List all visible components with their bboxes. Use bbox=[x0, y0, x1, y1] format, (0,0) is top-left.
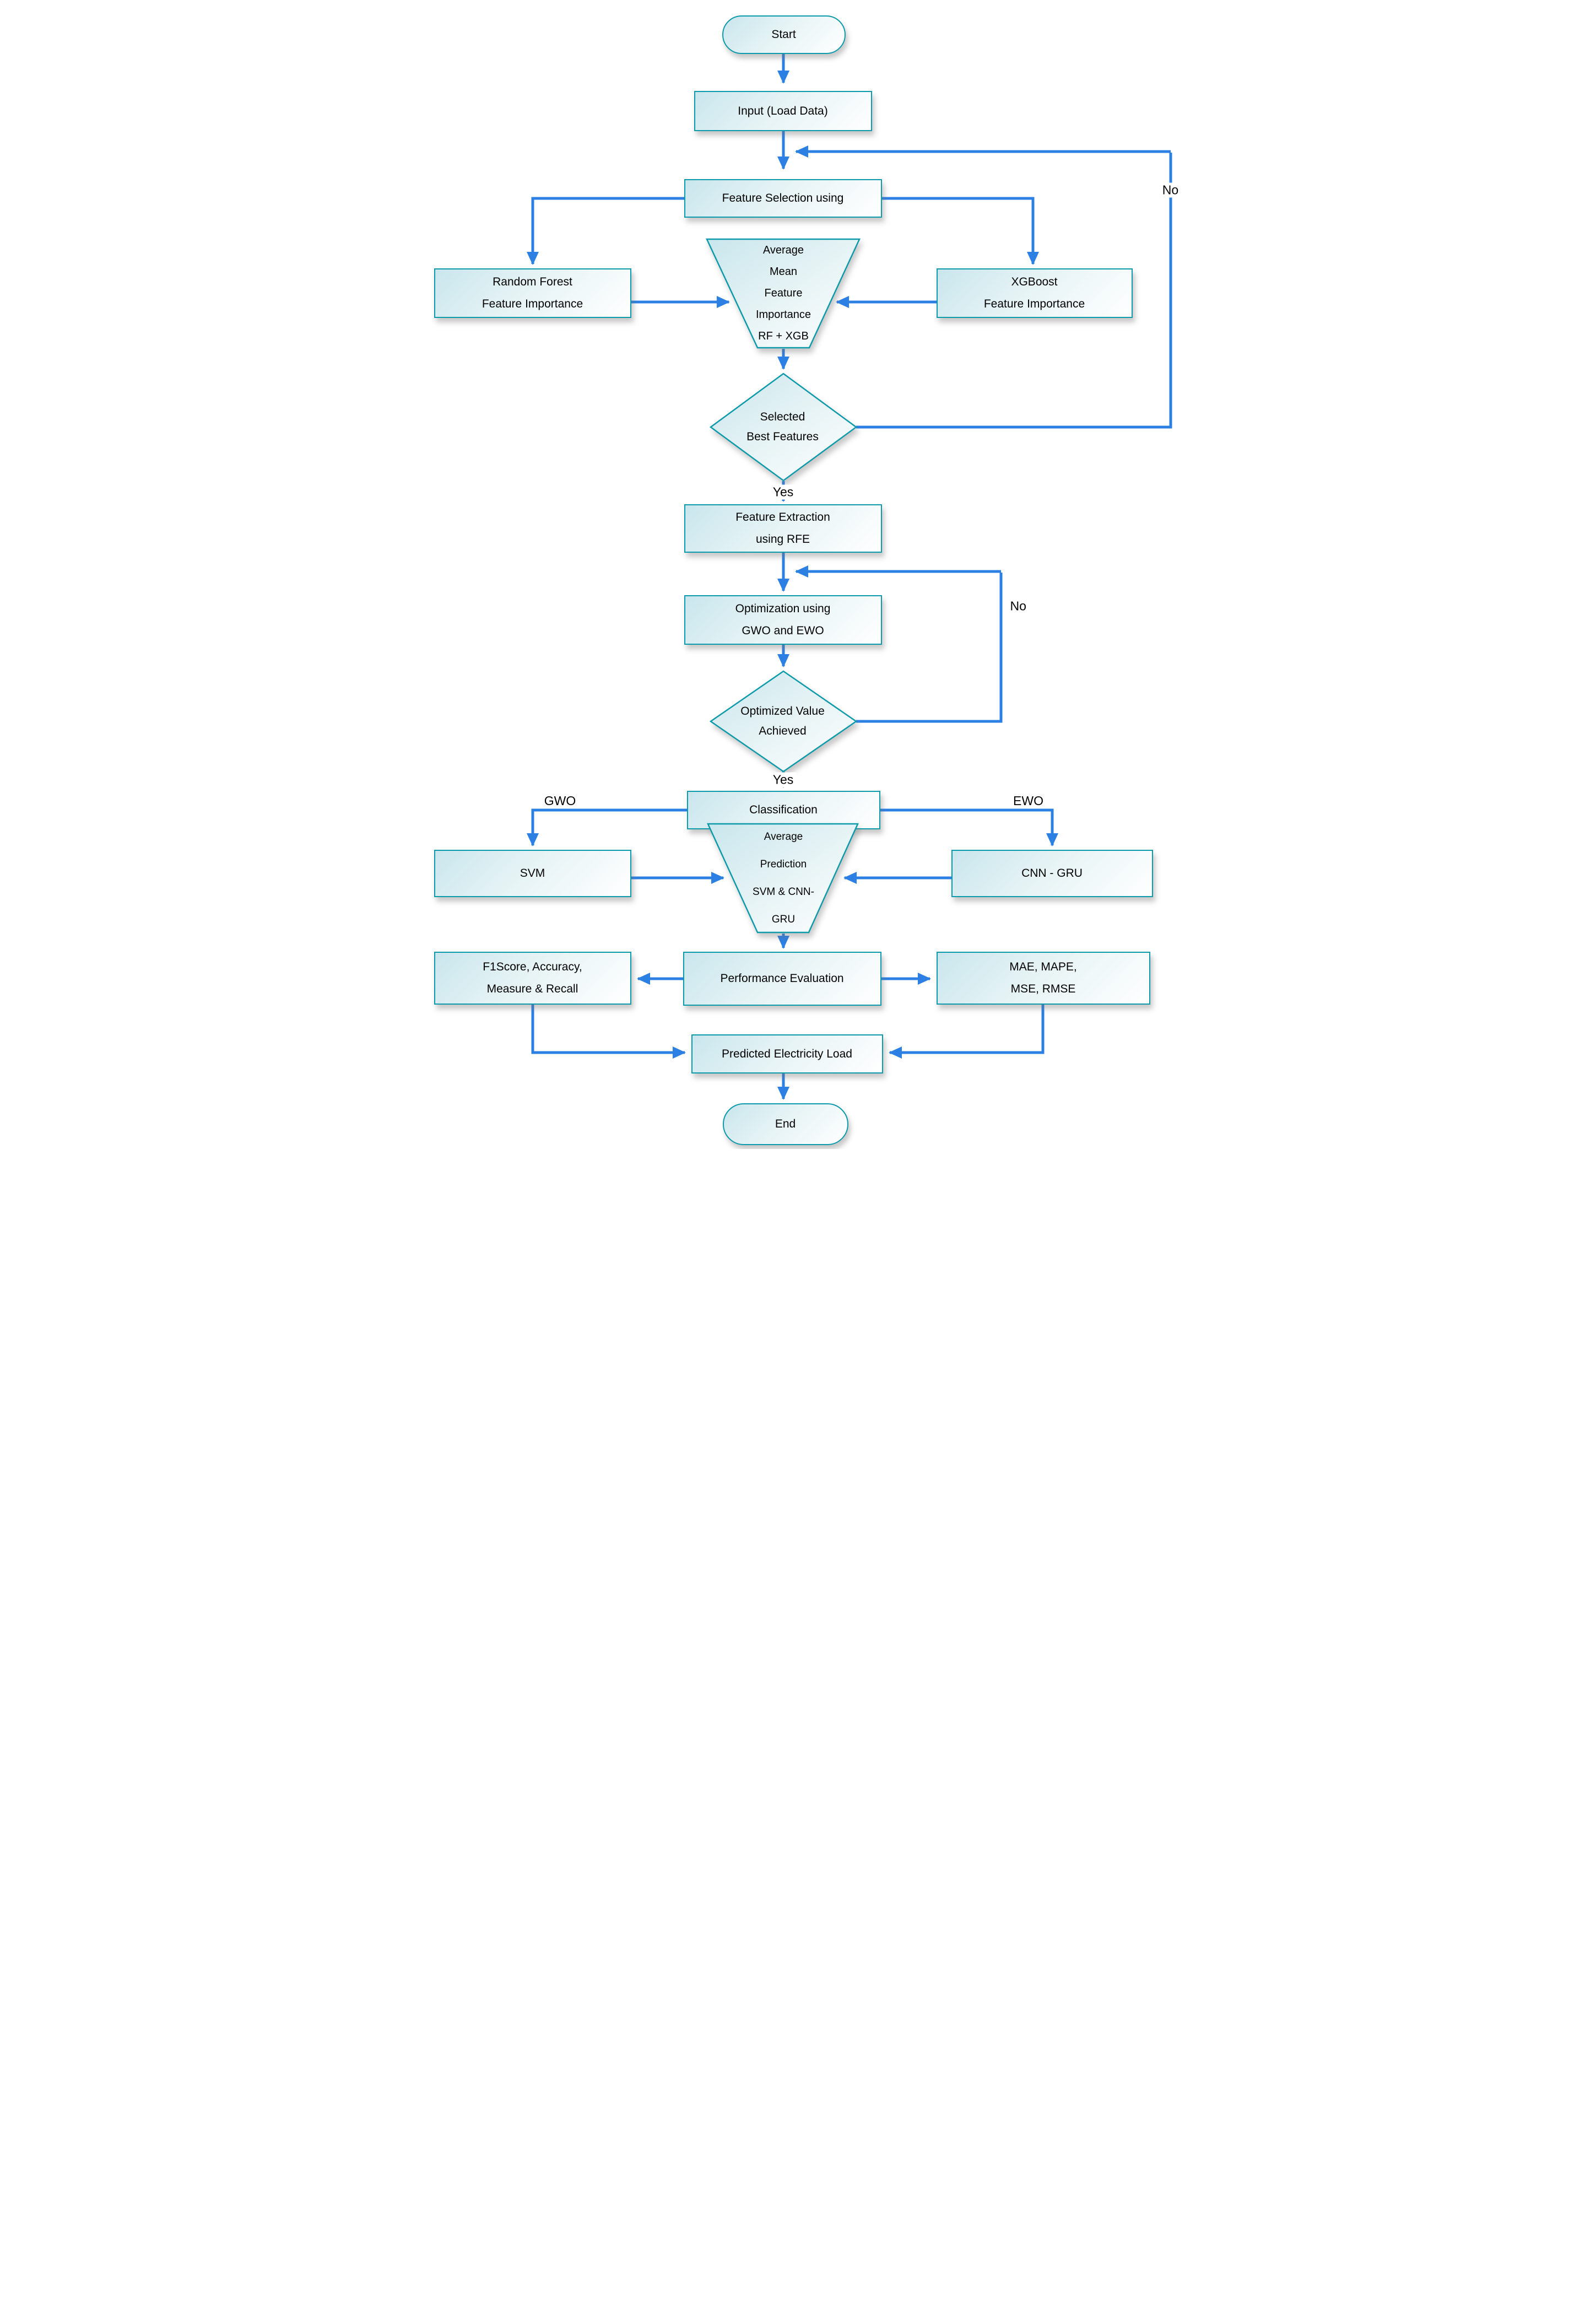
node-cnn-gru: CNN - GRU bbox=[951, 850, 1153, 897]
node-label: End bbox=[775, 1118, 796, 1130]
node-start: Start bbox=[722, 15, 846, 54]
node-label: Achieved bbox=[759, 725, 807, 737]
node-svm: SVM bbox=[434, 850, 631, 897]
node-label: Feature Importance bbox=[481, 298, 583, 310]
edge-errors-to-predicted bbox=[888, 1005, 1044, 1059]
node-label: RF + XGB bbox=[758, 330, 809, 342]
edge-f1-to-predicted bbox=[531, 1005, 686, 1059]
node-classification: Classification bbox=[686, 791, 880, 829]
label-no-optimized: No bbox=[1010, 598, 1026, 613]
edge-no-loop-from-diamond bbox=[856, 153, 1172, 429]
node-label: Mean bbox=[769, 266, 798, 278]
node-label-group: Average Prediction SVM & CNN- GRU bbox=[705, 821, 862, 935]
node-xgboost-importance: XGBoost Feature Importance bbox=[936, 268, 1133, 318]
edge-feature-selection-to-random-forest bbox=[526, 197, 684, 265]
label-ewo-branch: EWO bbox=[1013, 794, 1043, 808]
node-label: Optimized Value bbox=[740, 705, 825, 718]
node-label: Start bbox=[771, 28, 796, 41]
node-label: Predicted Electricity Load bbox=[722, 1047, 852, 1060]
node-label: Average bbox=[762, 244, 804, 256]
node-feature-selection: Feature Selection using bbox=[684, 179, 882, 218]
node-label: Feature Extraction bbox=[735, 511, 830, 524]
node-performance-evaluation: Performance Evaluation bbox=[683, 952, 881, 1006]
node-label: Random Forest bbox=[493, 276, 572, 289]
node-end: End bbox=[722, 1103, 848, 1145]
node-label-group: Optimized Value Achieved bbox=[708, 670, 858, 773]
node-label: MAE, MAPE, bbox=[1009, 961, 1077, 974]
trapezoid-shape bbox=[705, 238, 861, 349]
edge-classification-to-svm bbox=[526, 808, 687, 846]
node-label: XGBoost bbox=[1011, 276, 1058, 289]
node-label: Average bbox=[764, 830, 803, 843]
node-f1-accuracy-recall: F1Score, Accuracy, Measure & Recall bbox=[434, 952, 631, 1005]
node-label: MSE, RMSE bbox=[1010, 983, 1076, 995]
node-mae-mape-mse-rmse: MAE, MAPE, MSE, RMSE bbox=[936, 952, 1150, 1005]
label-gwo-branch: GWO bbox=[544, 794, 576, 808]
node-label-group: Selected Best Features bbox=[708, 372, 858, 482]
node-label: Optimization using bbox=[735, 602, 831, 616]
node-input-load-data: Input (Load Data) bbox=[694, 91, 872, 131]
node-label: using RFE bbox=[755, 533, 810, 546]
node-label: Performance Evaluation bbox=[720, 972, 844, 985]
trapezoid-shape bbox=[706, 823, 859, 934]
edge-no2-loop-from-diamond bbox=[856, 573, 1002, 723]
node-label: Feature bbox=[764, 287, 803, 299]
node-optimization-gwo-ewo: Optimization using GWO and EWO bbox=[684, 595, 882, 645]
node-label: Feature Selection using bbox=[722, 192, 844, 204]
node-selected-best-features: Selected Best Features bbox=[708, 372, 858, 482]
node-label: Prediction bbox=[760, 858, 807, 870]
flow-arrows-layer bbox=[526, 54, 1172, 1100]
node-label: GWO and EWO bbox=[742, 624, 824, 637]
node-label: GRU bbox=[771, 913, 796, 925]
decision-diamond-shape bbox=[709, 670, 857, 773]
node-label: Classification bbox=[749, 803, 818, 816]
node-predicted-electricity-load: Predicted Electricity Load bbox=[691, 1034, 883, 1074]
edge-feature-selection-to-xgboost bbox=[881, 197, 1039, 265]
edge-classification-to-cnn-gru bbox=[880, 808, 1058, 846]
decision-diamond-shape bbox=[709, 373, 857, 482]
node-random-forest-importance: Random Forest Feature Importance bbox=[434, 268, 631, 318]
node-label: Importance bbox=[755, 309, 811, 321]
label-yes-best-features: Yes bbox=[770, 484, 797, 500]
node-label: F1Score, Accuracy, bbox=[483, 961, 582, 974]
node-optimized-value-achieved: Optimized Value Achieved bbox=[708, 670, 858, 773]
node-average-prediction: Average Prediction SVM & CNN- GRU bbox=[705, 821, 862, 935]
label-no-best-features: No bbox=[1159, 182, 1182, 198]
node-label: CNN - GRU bbox=[1021, 867, 1083, 880]
flowchart-canvas: Start Input (Load Data) Feature Selectio… bbox=[399, 0, 1197, 1149]
node-label: Best Features bbox=[746, 430, 819, 443]
node-label: Selected bbox=[760, 411, 805, 423]
node-label: SVM & CNN- bbox=[753, 886, 814, 898]
node-average-mean-importance: Average Mean Feature Importance RF + XGB bbox=[702, 237, 865, 350]
node-label: Input (Load Data) bbox=[738, 104, 828, 117]
node-label: Measure & Recall bbox=[486, 983, 578, 995]
label-yes-optimized: Yes bbox=[770, 772, 797, 787]
node-label: Feature Importance bbox=[983, 298, 1085, 310]
node-label: SVM bbox=[520, 867, 545, 880]
node-label-group: Average Mean Feature Importance RF + XGB bbox=[702, 237, 865, 350]
node-feature-extraction-rfe: Feature Extraction using RFE bbox=[684, 504, 882, 553]
